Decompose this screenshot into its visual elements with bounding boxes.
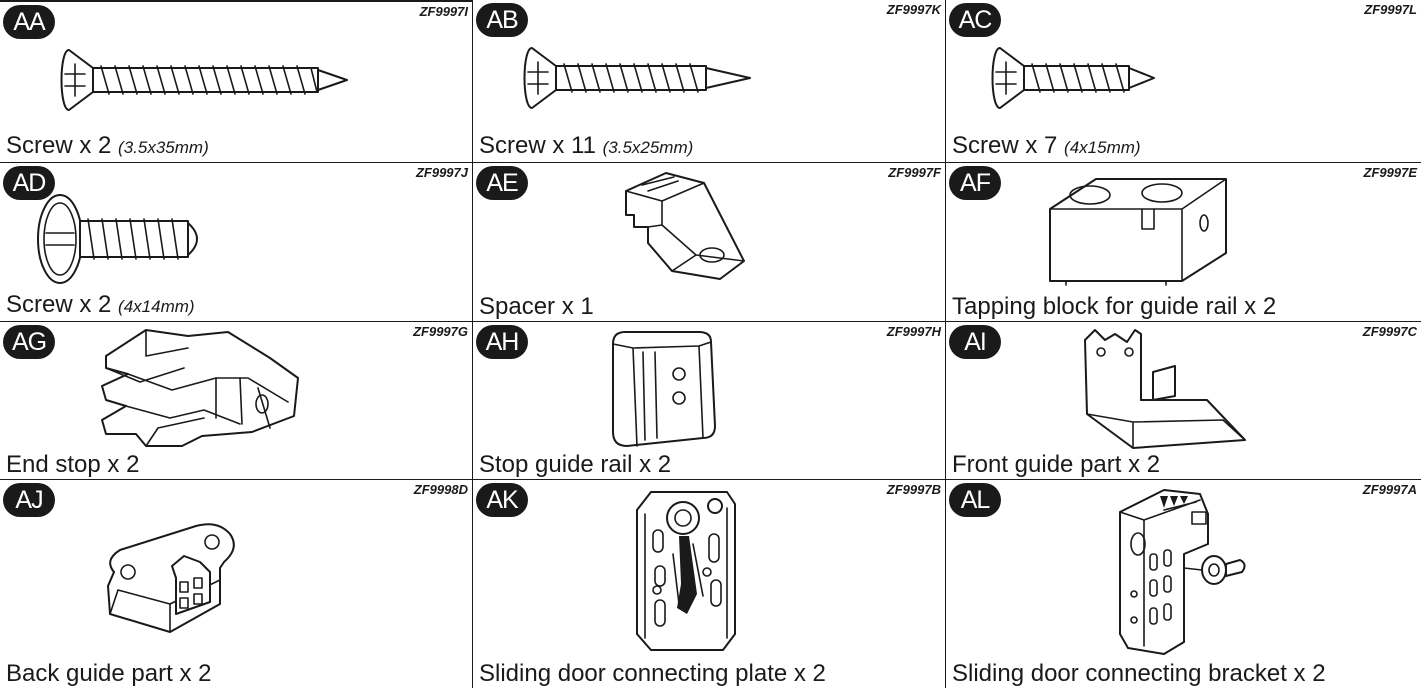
part-code: ZF9997J	[415, 165, 468, 180]
part-label: Sliding door connecting bracket x 2	[952, 660, 1326, 687]
part-code: ZF9997I	[419, 4, 468, 19]
part-spec: (4x14mm)	[118, 297, 195, 316]
part-code: ZF9997E	[1363, 165, 1417, 180]
part-label: Screw x 11 (3.5x25mm)	[479, 132, 694, 159]
long-screw-icon	[60, 49, 348, 111]
stop-guide-rail-icon	[612, 331, 716, 447]
flange-screw-icon	[37, 194, 198, 284]
part-code: ZF9997K	[886, 2, 941, 17]
part-spec: (4x15mm)	[1064, 138, 1141, 157]
part-cell-ah: AH ZF9997H Stop guide rail x 2	[473, 322, 946, 480]
part-label: End stop x 2	[6, 451, 140, 478]
part-cell-ad: AD ZF9997J Screw x 2 (4x14mm)	[0, 163, 473, 322]
part-cell-af: AF ZF9997E Tapping block for guide rail …	[946, 163, 1421, 322]
back-guide-part-icon	[107, 523, 235, 633]
tapping-block-icon	[1049, 178, 1227, 286]
part-spec: (3.5x35mm)	[118, 138, 209, 157]
connecting-plate-icon	[636, 491, 736, 651]
part-id-badge: AC	[949, 3, 1001, 37]
part-spec: (3.5x25mm)	[602, 138, 694, 157]
part-cell-ag: AG ZF9997G End stop x 2	[0, 322, 473, 480]
part-code: ZF9997B	[886, 482, 941, 497]
part-code: ZF9997A	[1362, 482, 1417, 497]
part-label: Front guide part x 2	[952, 451, 1161, 478]
part-cell-aa: AA ZF9997I Screw x 2 (3.5x35mm)	[0, 0, 473, 163]
part-cell-al: AL ZF9997A Sliding door connecting brack…	[946, 480, 1421, 688]
part-code: ZF9997F	[888, 165, 941, 180]
part-id-badge: AE	[476, 166, 528, 200]
front-guide-part-icon	[1084, 329, 1246, 449]
part-id-badge: AB	[476, 3, 528, 37]
part-cell-ae: AE ZF9997F Spacer x 1	[473, 163, 946, 322]
part-code: ZF9997C	[1362, 324, 1417, 339]
part-cell-ak: AK ZF9997B Sliding door connecting plate…	[473, 480, 946, 688]
end-stop-icon	[101, 329, 299, 447]
part-code: ZF9997L	[1364, 2, 1417, 17]
part-code: ZF9998D	[413, 482, 468, 497]
part-label: Spacer x 1	[479, 293, 594, 320]
part-id-badge: AI	[949, 325, 1001, 359]
part-code: ZF9997H	[886, 324, 941, 339]
part-id-badge: AF	[949, 166, 1001, 200]
part-label: Tapping block for guide rail x 2	[952, 293, 1277, 320]
part-code: ZF9997G	[413, 324, 468, 339]
part-id-badge: AK	[476, 483, 528, 517]
part-label: Stop guide rail x 2	[479, 451, 672, 478]
part-id-badge: AD	[3, 166, 55, 200]
part-id-badge: AH	[476, 325, 528, 359]
part-id-badge: AG	[3, 325, 55, 359]
part-label: Screw x 2 (3.5x35mm)	[6, 132, 209, 159]
part-id-badge: AJ	[3, 483, 55, 517]
spacer-icon	[625, 172, 745, 280]
part-cell-ab: AB ZF9997K Screw x 11 (3.5x25mm)	[473, 0, 946, 163]
part-label: Screw x 7 (4x15mm)	[952, 132, 1141, 159]
part-cell-ai: AI ZF9997C Front guide part x 2	[946, 322, 1421, 480]
part-cell-ac: AC ZF9997L Screw x 7 (4x15mm)	[946, 0, 1421, 163]
part-id-badge: AA	[3, 5, 55, 39]
connecting-bracket-icon	[1119, 489, 1246, 655]
short-screw-icon	[991, 47, 1155, 109]
pointed-screw-icon	[523, 47, 751, 109]
part-cell-aj: AJ ZF9998D Back guide part x 2	[0, 480, 473, 688]
part-label: Sliding door connecting plate x 2	[479, 660, 826, 687]
part-label: Screw x 2 (4x14mm)	[6, 291, 195, 318]
part-id-badge: AL	[949, 483, 1001, 517]
part-label: Back guide part x 2	[6, 660, 212, 687]
